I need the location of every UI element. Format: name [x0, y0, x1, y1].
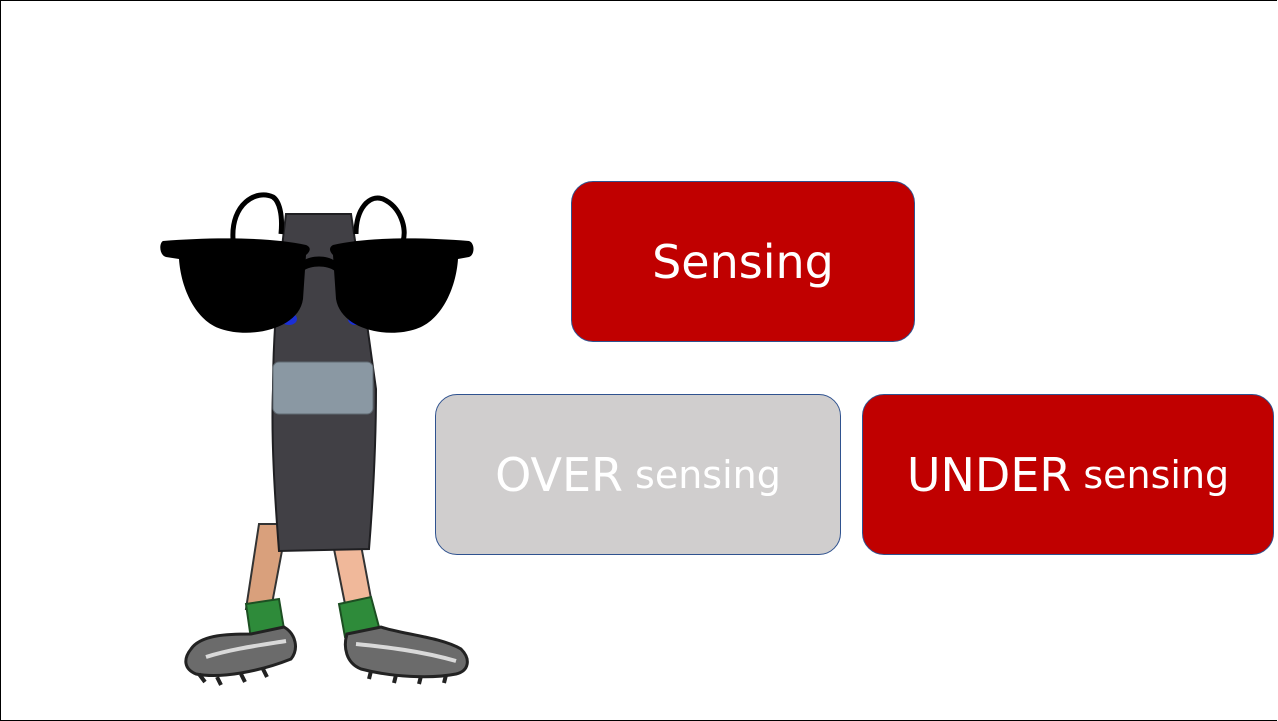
band-icon [273, 362, 373, 414]
sensing-label: Sensing [652, 235, 834, 289]
right-shoe-icon [345, 627, 467, 684]
under-sensing-box: UNDER sensing [862, 394, 1274, 555]
over-sensing-box: OVER sensing [435, 394, 841, 555]
sensing-box: Sensing [571, 181, 915, 342]
over-suffix-label: sensing [635, 453, 781, 497]
under-suffix-label: sensing [1083, 453, 1229, 497]
over-main-label: OVER [495, 448, 623, 502]
under-main-label: UNDER [907, 448, 1072, 502]
left-shoe-icon [186, 627, 296, 685]
